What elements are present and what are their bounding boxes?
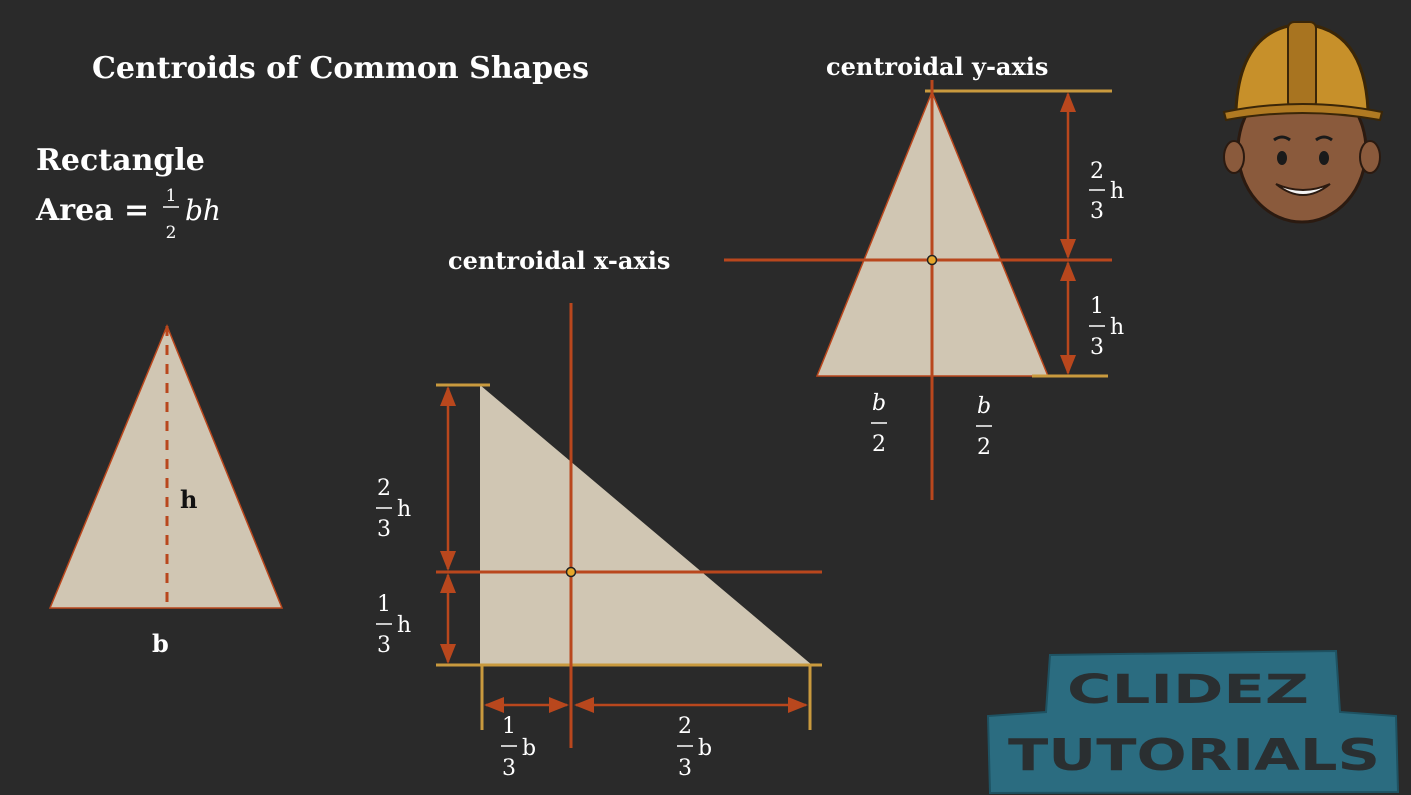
base-label: b	[152, 629, 169, 658]
centroidal-x-axis-label: centroidal x-axis	[448, 246, 670, 275]
centroidal-y-axis-label: centroidal y-axis	[826, 52, 1048, 81]
svg-text:1: 1	[377, 592, 391, 617]
label-iso-height-upper: 2 3 h	[1089, 159, 1124, 224]
svg-text:2: 2	[977, 435, 991, 460]
right-triangle: centroidal x-axis 2 3 h 1 3 h	[376, 246, 822, 781]
iso-centroid-point	[926, 254, 938, 266]
svg-text:2: 2	[872, 432, 886, 457]
svg-text:h: h	[1110, 179, 1124, 204]
page-title: Centroids of Common Shapes	[92, 51, 589, 86]
label-base-left: 1 3 b	[501, 714, 536, 781]
svg-text:b: b	[522, 736, 536, 761]
iso-triangle: centroidal y-axis 2 3 h 1 3 h b 2 b	[724, 52, 1124, 500]
svg-text:3: 3	[502, 756, 516, 781]
svg-text:b: b	[977, 394, 991, 419]
area-expr: bh	[185, 194, 221, 227]
svg-text:2: 2	[377, 476, 391, 501]
label-half-right: b 2	[976, 394, 992, 460]
svg-text:3: 3	[678, 756, 692, 781]
label-height-lower: 1 3 h	[376, 592, 411, 658]
label-base-right: 2 3 b	[677, 714, 712, 781]
svg-text:h: h	[1110, 315, 1124, 340]
svg-text:1: 1	[502, 714, 516, 739]
area-num: 1	[166, 186, 177, 206]
svg-text:h: h	[397, 497, 411, 522]
label-height-upper: 2 3 h	[376, 476, 411, 542]
svg-text:b: b	[872, 391, 886, 416]
centroid-point	[565, 566, 577, 578]
svg-text:3: 3	[1090, 199, 1104, 224]
svg-text:2: 2	[678, 714, 692, 739]
logo-line1: CLIDEZ	[1067, 667, 1309, 713]
shape-name: Rectangle	[36, 143, 205, 178]
height-label: h	[180, 485, 197, 514]
area-label: Area =	[35, 193, 149, 228]
svg-text:1: 1	[1090, 294, 1104, 319]
label-half-left: b 2	[871, 391, 887, 457]
svg-text:h: h	[397, 613, 411, 638]
svg-text:b: b	[698, 736, 712, 761]
basic-triangle: h b	[48, 324, 284, 658]
area-den: 2	[166, 223, 177, 243]
label-iso-height-lower: 1 3 h	[1089, 294, 1124, 360]
mascot-avatar	[1222, 21, 1384, 224]
svg-text:3: 3	[377, 633, 391, 658]
svg-text:3: 3	[1090, 335, 1104, 360]
right-triangle-shape	[480, 385, 812, 665]
clidez-tutorials-logo: CLIDEZ TUTORIALS	[986, 649, 1400, 795]
svg-text:2: 2	[1090, 159, 1104, 184]
svg-text:3: 3	[377, 517, 391, 542]
logo-line2: TUTORIALS	[1008, 730, 1380, 781]
